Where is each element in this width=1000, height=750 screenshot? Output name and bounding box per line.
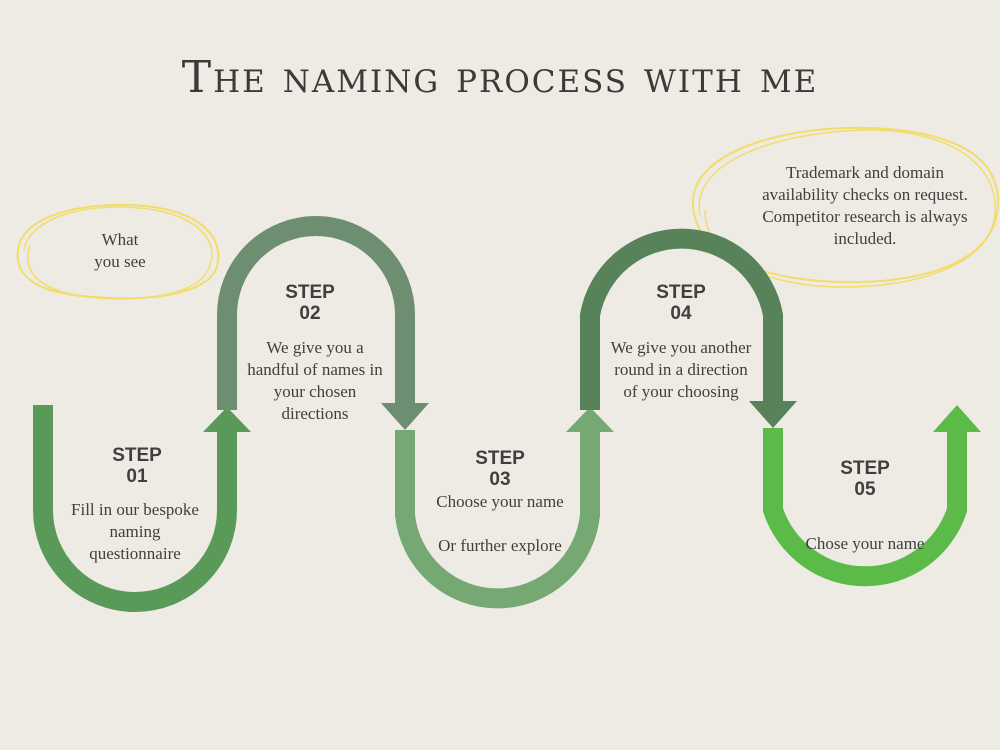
step-3-track [395, 407, 614, 609]
step-4-track [580, 228, 797, 428]
step-1-label: STEP 01 [112, 445, 162, 487]
step-1-track [33, 405, 251, 612]
step-4-label: STEP 04 [656, 282, 706, 324]
step-3-label: STEP 03 [475, 448, 525, 490]
step-4-arrowhead [749, 401, 797, 428]
step-1-description: Fill in our bespoke naming questionnaire [71, 500, 199, 563]
step-3-arrowhead [566, 407, 614, 432]
step-5-label: STEP 05 [840, 458, 890, 500]
step-5-track [763, 405, 981, 587]
step-4-description: We give you another round in a direction… [610, 338, 752, 401]
page-title: The naming process with me [181, 52, 819, 103]
step-2-label: STEP 02 [285, 282, 335, 324]
step-2-arrowhead [381, 403, 429, 430]
highlight-circle-left-2 [23, 206, 213, 300]
step-3-description: Choose your name Or further explore [436, 492, 564, 555]
step-2-description: We give you a handful of names in your c… [247, 338, 383, 423]
step-1-arrowhead [203, 407, 251, 432]
step-5-arrowhead [933, 405, 981, 432]
note-right: Trademark and domain availability checks… [762, 163, 968, 248]
note-left: What you see [94, 230, 146, 271]
step-2-track [217, 216, 429, 430]
step-5-description: Chose your name [805, 534, 925, 553]
highlight-circle-right-2 [698, 129, 997, 288]
highlight-circle-right [691, 126, 1000, 284]
